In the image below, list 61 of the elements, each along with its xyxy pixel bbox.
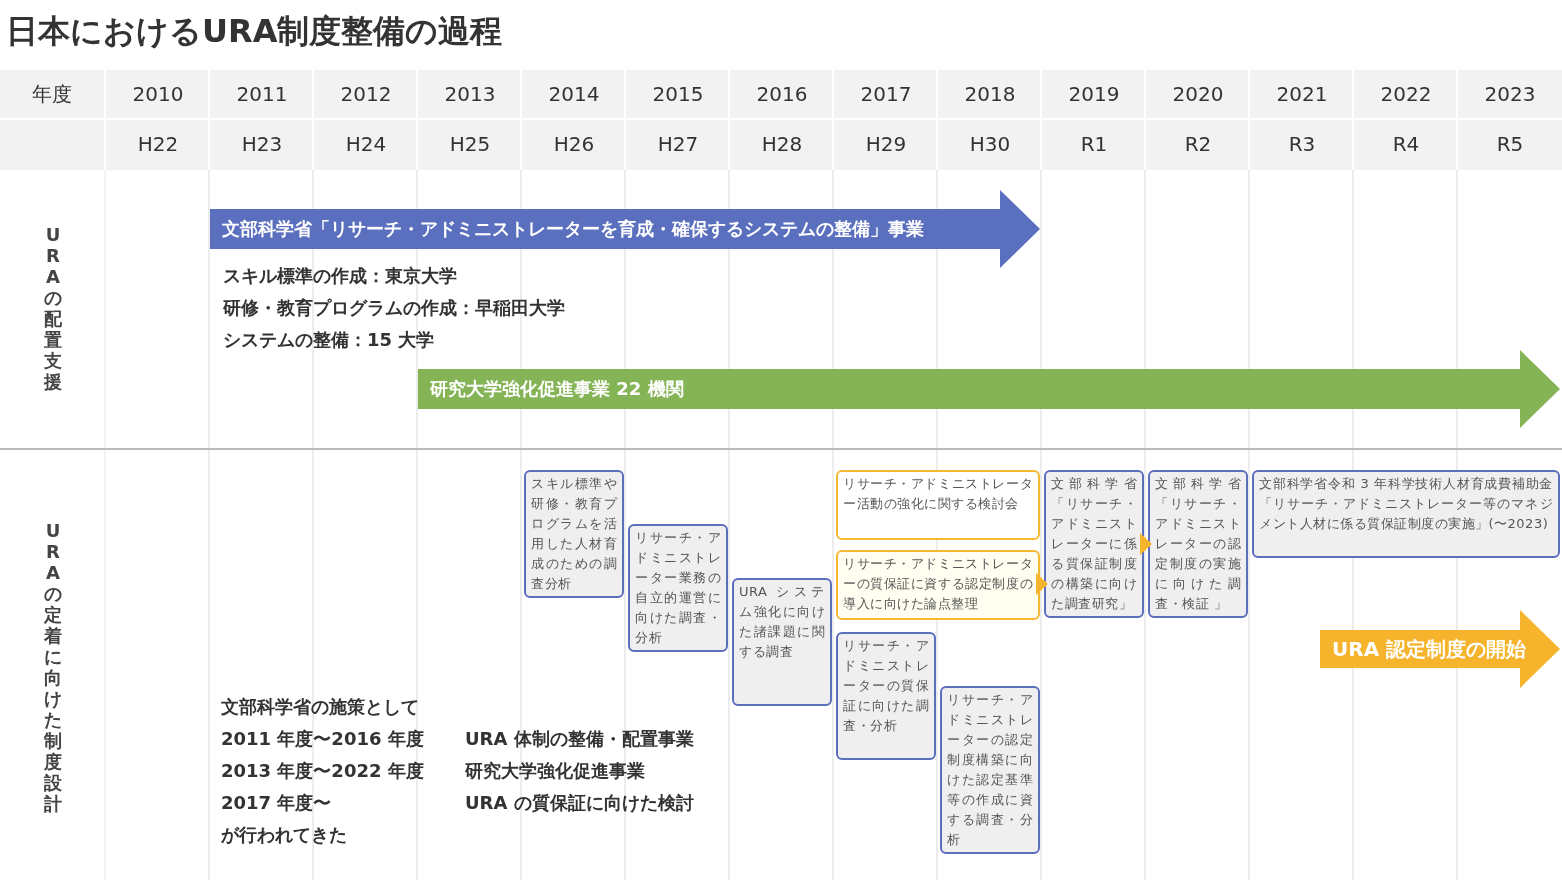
banner-label: 研究大学強化促進事業 22 機関 (429, 377, 684, 401)
project-box: 文部科学省「リサーチ・アドミニストレーターの認定制度の実施に向けた調査・検証 」 (1148, 470, 1248, 618)
note-text: システムの整備：15 大学 (223, 328, 435, 352)
era-year-cell-text: H24 (344, 131, 388, 158)
era-year-cell-text: H25 (448, 131, 492, 158)
era-year-cell-text: R2 (1183, 131, 1213, 158)
note-text: URA 体制の整備・配置事業 (465, 727, 694, 751)
year-cell-text: 2019 (1067, 81, 1121, 108)
banner-label: URA 認定制度の開始 (1331, 635, 1527, 663)
project-box: リサーチ・アドミニストレーター業務の自立的運営に向けた調査・分析 (628, 524, 728, 652)
header-cell-text: 年度 (31, 80, 73, 108)
year-cell-text: 2022 (1379, 81, 1433, 108)
year-cell-text: 2012 (339, 81, 393, 108)
year-cell-text: 2014 (547, 81, 601, 108)
note-text: 2017 年度〜 (221, 791, 332, 815)
year-cell-text: 2018 (963, 81, 1017, 108)
year-cell-text: 2010 (131, 81, 185, 108)
era-year-cell-text: H27 (656, 131, 700, 158)
era-year-cell-text: R1 (1079, 131, 1109, 158)
year-cell-text: 2020 (1171, 81, 1225, 108)
row-heading: URAの定着に向けた制度設計 (43, 520, 63, 814)
year-cell-text: 2013 (443, 81, 497, 108)
era-year-cell-text: R3 (1287, 131, 1317, 158)
note-text: 2013 年度〜2022 年度 (221, 759, 424, 783)
era-year-cell-text: H30 (968, 131, 1012, 158)
arrow-banner (210, 190, 1040, 268)
note-text: 文部科学省の施策として (221, 695, 419, 719)
project-box: リサーチ・アドミニストレーター活動の強化に関する検討会 (836, 470, 1040, 540)
banner-label: 文部科学省「リサーチ・アドミニストレーターを育成・確保するシステムの整備」事業 (221, 217, 924, 241)
era-year-cell-text: R4 (1391, 131, 1421, 158)
year-cell-text: 2023 (1483, 81, 1537, 108)
project-box: リサーチ・アドミニストレーターの質保証に向けた調査・分析 (836, 632, 936, 760)
year-cell-text: 2015 (651, 81, 705, 108)
arrow (1140, 533, 1152, 555)
note-text: 研修・教育プログラムの作成：早稲田大学 (223, 296, 565, 320)
project-box: 文部科学省「リサーチ・アドミニストレーターに係る質保証制度の構築に向けた調査研究」 (1044, 470, 1144, 618)
era-year-cell-text: H29 (864, 131, 908, 158)
project-box: URA システム強化に向けた諸課題に関する調査 (732, 578, 832, 706)
project-box: 文部科学省令和 3 年科学技術人材育成費補助金「リサーチ・アドミニストレーター等のマネジメント人材に係る質保証制度の実施」(〜2023) (1252, 470, 1560, 558)
project-box: リサーチ・アドミニストレーターの認定制度構築に向けた認定基準等の作成に資する調査・分析 (940, 686, 1040, 854)
year-cell-text: 2017 (859, 81, 913, 108)
project-box: スキル標準や研修・教育プログラムを活用した人材育成のための調査分析 (524, 470, 624, 598)
era-year-cell-text: R5 (1495, 131, 1525, 158)
title: 日本におけるURA制度整備の過程 (6, 11, 503, 52)
note-text: URA の質保証に向けた検討 (465, 791, 694, 815)
arrow-banner (1320, 610, 1560, 688)
arrow (1036, 573, 1048, 595)
year-cell-text: 2011 (235, 81, 289, 108)
note-text: が行われてきた (221, 823, 347, 847)
year-cell-text: 2021 (1275, 81, 1329, 108)
era-year-cell-text: H28 (760, 131, 804, 158)
note-text: スキル標準の作成：東京大学 (223, 264, 457, 288)
note-text: 2011 年度〜2016 年度 (221, 727, 424, 751)
arrow-banner (418, 350, 1560, 428)
era-year-cell-text: H26 (552, 131, 596, 158)
note-text: 研究大学強化促進事業 (465, 759, 645, 783)
year-cell-text: 2016 (755, 81, 809, 108)
era-year-cell-text: H23 (240, 131, 284, 158)
row-heading: URAの配置支援 (43, 224, 63, 392)
era-year-cell-text: H22 (136, 131, 180, 158)
project-box: リサーチ・アドミニストレーターの質保証に資する認定制度の導入に向けた論点整理 (836, 550, 1040, 620)
